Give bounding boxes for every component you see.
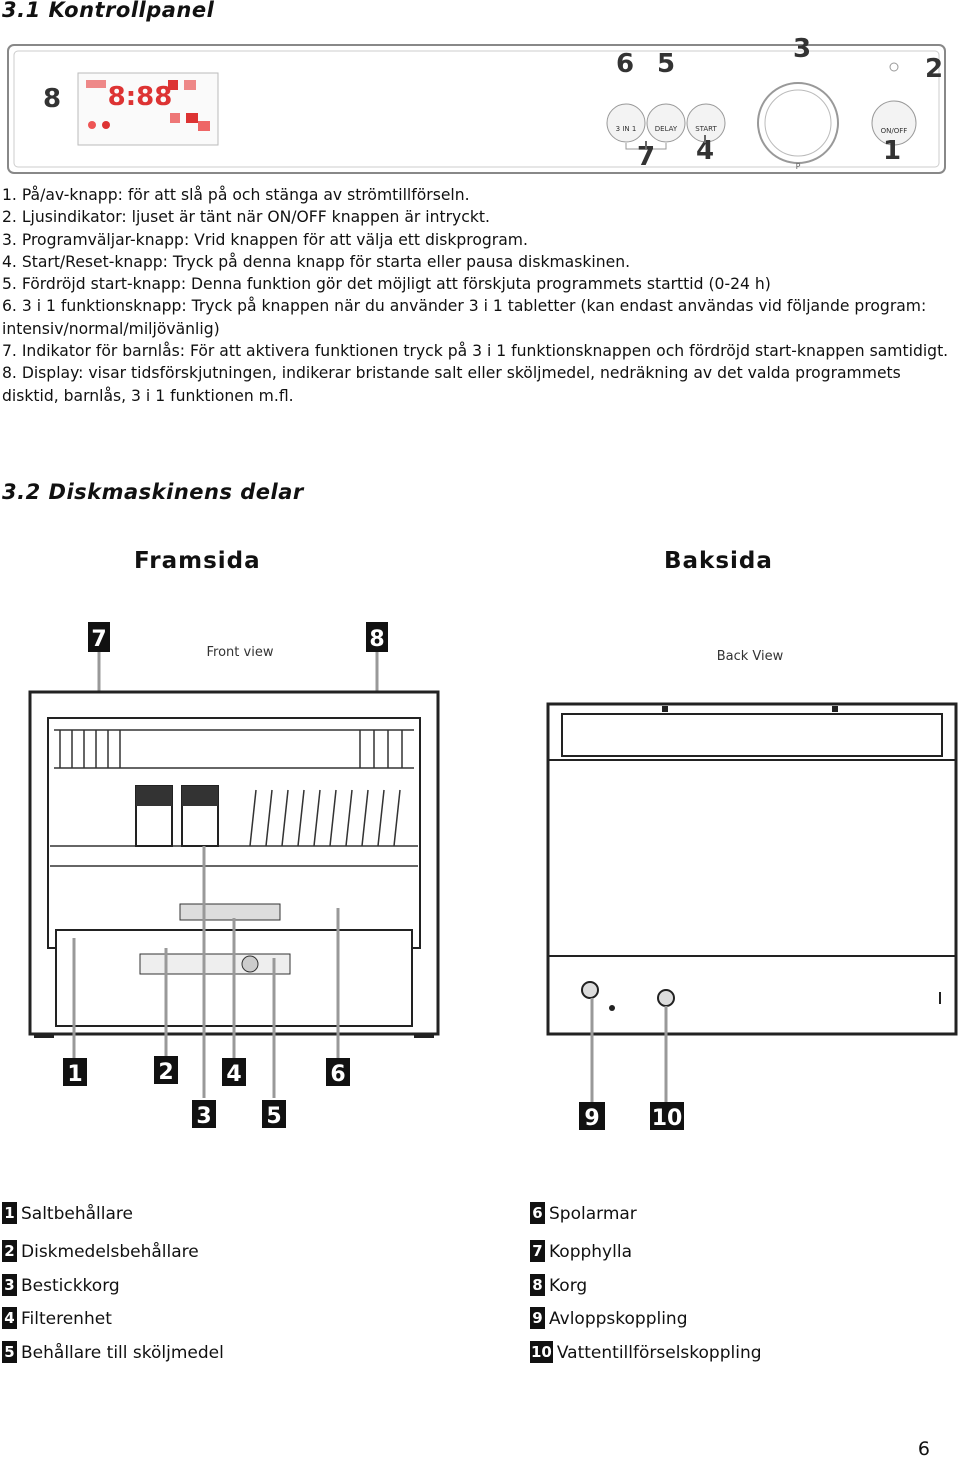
legend-number-badge: 9 — [530, 1307, 545, 1329]
list-item: 8. Display: visar tidsförskjutningen, in… — [2, 364, 901, 405]
back-callout-10: 10 — [652, 1106, 683, 1131]
legend-label: Diskmedelsbehållare — [21, 1242, 199, 1262]
panel-callout-4: 4 — [696, 136, 714, 166]
front-callout-4: 4 — [226, 1062, 241, 1087]
front-callout-2: 2 — [158, 1060, 173, 1085]
legend-label: Spolarmar — [549, 1204, 637, 1224]
front-heading: Framsida — [134, 548, 261, 574]
control-panel-illustration: 8 8:88 3 IN 1 DELAY START P ON/OFF 6 5 3… — [7, 34, 946, 174]
legend-label: Bestickkorg — [21, 1276, 120, 1296]
front-callout-6: 6 — [330, 1062, 345, 1087]
front-view-caption: Front view — [207, 645, 274, 660]
svg-text:3 IN 1: 3 IN 1 — [616, 125, 637, 133]
control-panel-description-list: 1. På/av-knapp: för att slå på och stäng… — [2, 184, 957, 407]
legend-label: Avloppskoppling — [549, 1309, 688, 1329]
legend-number-badge: 6 — [530, 1202, 545, 1224]
front-callout-5: 5 — [266, 1104, 281, 1129]
section-title-parts: 3.2 Diskmaskinens delar — [2, 480, 304, 504]
panel-callout-1: 1 — [883, 136, 901, 166]
back-heading: Baksida — [664, 548, 773, 574]
page-number: 6 — [917, 1438, 930, 1460]
legend-label: Saltbehållare — [21, 1204, 133, 1224]
legend-label: Kopphylla — [549, 1242, 632, 1262]
legend-number-badge: 8 — [530, 1274, 545, 1296]
panel-callout-8: 8 — [43, 84, 61, 114]
panel-callout-5: 5 — [657, 49, 675, 79]
legend-number-badge: 5 — [2, 1341, 17, 1363]
section-title-control-panel: 3.1 Kontrollpanel — [2, 0, 215, 22]
front-callout-7: 7 — [91, 627, 106, 652]
panel-callout-6: 6 — [616, 49, 634, 79]
list-item: 3. Programväljar-knapp: Vrid knappen för… — [2, 230, 528, 249]
legend-number-badge: 4 — [2, 1307, 17, 1329]
svg-text:DELAY: DELAY — [655, 125, 678, 133]
panel-onoff-button: ON/OFF — [871, 100, 917, 146]
legend-label: Filterenhet — [21, 1309, 112, 1329]
panel-callout-3: 3 — [793, 34, 811, 64]
svg-text:ON/OFF: ON/OFF — [881, 127, 908, 135]
list-item: 2. Ljusindikator: ljuset är tänt när ON/… — [2, 208, 490, 227]
back-view-caption: Back View — [717, 649, 784, 664]
panel-delay-button: DELAY — [646, 103, 686, 143]
list-item: 4. Start/Reset-knapp: Tryck på denna kna… — [2, 252, 631, 271]
legend-number-badge: 1 — [2, 1202, 17, 1224]
list-item: 1. På/av-knapp: för att slå på och stäng… — [2, 186, 470, 204]
list-item: 6. 3 i 1 funktionsknapp: Tryck på knappe… — [2, 297, 927, 338]
back-callout-9: 9 — [584, 1106, 599, 1131]
list-item: 7. Indikator för barnlås: För att aktive… — [2, 342, 949, 361]
back-view-illustration: Back View 9 10 — [546, 649, 958, 1131]
legend-number-badge: 3 — [2, 1274, 17, 1296]
legend-number-badge: 10 — [530, 1341, 553, 1363]
front-callout-1: 1 — [67, 1062, 82, 1087]
legend-label: Behållare till sköljmedel — [21, 1343, 224, 1363]
list-item: 5. Fördröjd start-knapp: Denna funktion … — [2, 275, 771, 294]
legend-label: Korg — [549, 1276, 588, 1296]
panel-display-digits: 8:88 — [108, 82, 173, 112]
panel-3in1-button: 3 IN 1 — [606, 103, 646, 143]
panel-program-knob: P — [757, 82, 839, 171]
front-callout-3: 3 — [196, 1104, 211, 1129]
svg-text:P: P — [796, 162, 801, 171]
panel-callout-2: 2 — [925, 54, 943, 84]
legend-number-badge: 2 — [2, 1240, 17, 1262]
svg-text:START: START — [695, 125, 717, 133]
legend-label: Vattentillförselskoppling — [556, 1343, 762, 1363]
front-view-illustration: Front view 7 8 — [28, 622, 440, 1129]
panel-callout-7: 7 — [637, 142, 655, 172]
legend-number-badge: 7 — [530, 1240, 545, 1262]
front-callout-8: 8 — [369, 627, 384, 652]
